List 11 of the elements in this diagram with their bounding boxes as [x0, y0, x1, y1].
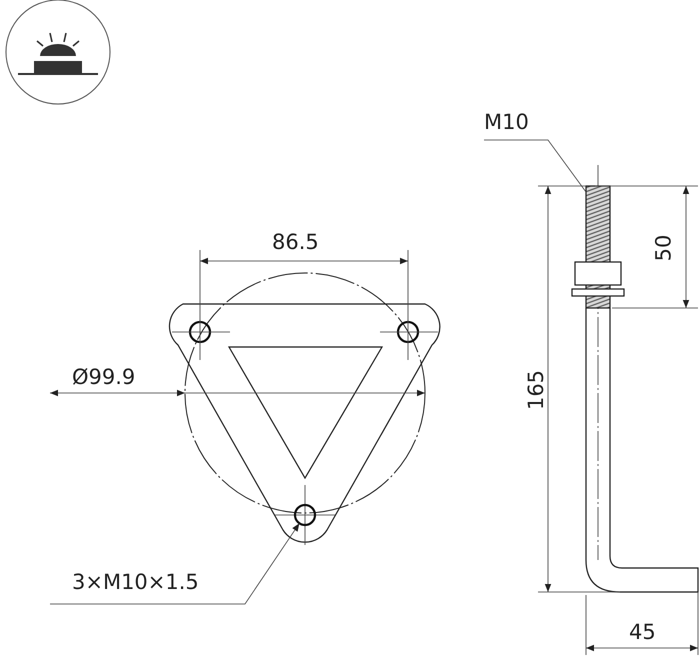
leader-line [484, 140, 586, 192]
callout-text: M10 [484, 110, 529, 134]
leader-line [50, 522, 300, 604]
threaded-rod-drawing [571, 185, 625, 309]
callout-text: 3×M10×1.5 [72, 570, 199, 594]
dimension-value: 165 [524, 370, 548, 410]
dimension-value: Ø99.9 [72, 365, 136, 389]
dimension-value: 86.5 [272, 230, 319, 254]
bolt-hole [294, 504, 316, 526]
dimension-value: 50 [651, 234, 676, 262]
dimension-value: 45 [629, 620, 656, 644]
